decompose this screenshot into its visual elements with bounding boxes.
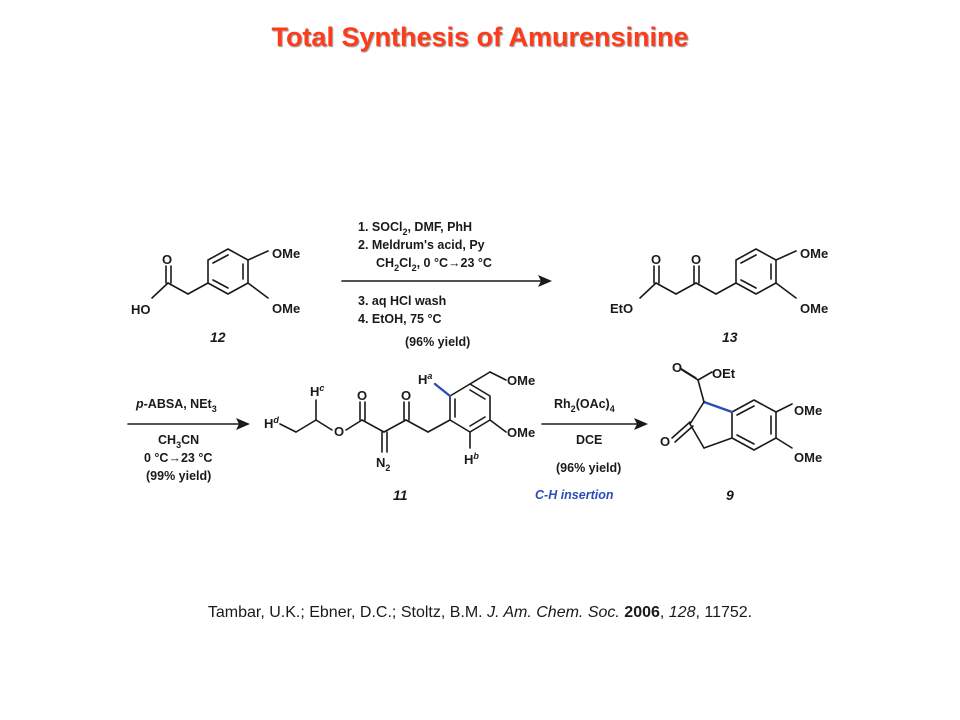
ome-label: OMe [800, 301, 828, 316]
h-b-label: Hb [464, 451, 479, 467]
n2-label: N2 [376, 455, 390, 473]
ome-label: OMe [272, 246, 300, 261]
compound-number: 12 [210, 329, 226, 345]
ome-label: OMe [272, 301, 300, 316]
condition-line: CH3CN [158, 433, 199, 450]
step-3: Rh2(OAc)4 DCE (96% yield) C-H insertion [535, 397, 648, 502]
arrow-head-icon [236, 418, 250, 430]
condition-line: 3. aq HCl wash [358, 294, 446, 308]
citation-volume: 128 [668, 604, 696, 621]
carbonyl-o-label: O [162, 252, 172, 267]
compound-number: 11 [393, 487, 408, 503]
eto-label: EtO [610, 301, 633, 316]
yield-label: (96% yield) [405, 335, 470, 349]
yield-label: (99% yield) [146, 469, 211, 483]
arrow-head-icon [634, 418, 648, 430]
compound-number: 9 [726, 487, 734, 503]
ome-label: OMe [800, 246, 828, 261]
carbonyl-o-label: O [401, 388, 411, 403]
condition-line: 0 °C→23 °C [144, 451, 212, 465]
carbonyl-o-label: O [691, 252, 701, 267]
step-1: 1. SOCl2, DMF, PhH 2. Meldrum's acid, Py… [341, 220, 552, 349]
h-c-label: Hc [310, 383, 324, 399]
ch-insertion-label: C-H insertion [535, 488, 614, 502]
compound-13: OMe OMe EtO O O 13 [610, 246, 828, 345]
ho-label: HO [131, 302, 151, 317]
citation-journal: J. Am. Chem. Soc. [487, 604, 620, 621]
oet-label: OEt [712, 366, 736, 381]
arrow-head-icon [538, 275, 552, 287]
condition-line: 4. EtOH, 75 °C [358, 312, 442, 326]
compound-12: OMe OMe HO O 12 [131, 246, 300, 345]
compound-9: O OEt O OMe OMe 9 [660, 360, 822, 503]
compound-number: 13 [722, 329, 738, 345]
condition-line: Rh2(OAc)4 [554, 397, 615, 414]
h-a-label: Ha [418, 371, 432, 387]
carbonyl-o-label: O [651, 252, 661, 267]
citation-separator: , [659, 604, 669, 621]
citation-authors: Tambar, U.K.; Ebner, D.C.; Stoltz, B.M. [207, 604, 488, 621]
ome-label: OMe [794, 450, 822, 465]
h-d-label: Hd [264, 415, 279, 431]
ester-o-label: O [672, 360, 682, 375]
condition-line: CH2Cl2, 0 °C→23 °C [376, 256, 492, 273]
carbonyl-o-label: O [357, 388, 367, 403]
condition-line: p-ABSA, NEt3 [135, 397, 217, 414]
compound-11: Ha Hb Hc Hd O O O N2 OMe OMe 11 [264, 371, 535, 503]
step-2: p-ABSA, NEt3 CH3CN 0 °C→23 °C (99% yield… [127, 397, 250, 483]
condition-line: 2. Meldrum's acid, Py [358, 238, 485, 252]
condition-line: 1. SOCl2, DMF, PhH [358, 220, 472, 237]
condition-line: DCE [576, 433, 602, 447]
ome-label: OMe [507, 373, 535, 388]
yield-label: (96% yield) [556, 461, 621, 475]
ome-label: OMe [507, 425, 535, 440]
citation: Tambar, U.K.; Ebner, D.C.; Stoltz, B.M. … [0, 604, 960, 622]
ome-label: OMe [794, 403, 822, 418]
citation-year: 2006 [624, 604, 660, 621]
ester-o-label: O [334, 424, 344, 439]
slide-title: Total Synthesis of Amurensinine [271, 22, 689, 52]
citation-pages: , 11752. [695, 604, 753, 621]
ketone-o-label: O [660, 434, 670, 449]
